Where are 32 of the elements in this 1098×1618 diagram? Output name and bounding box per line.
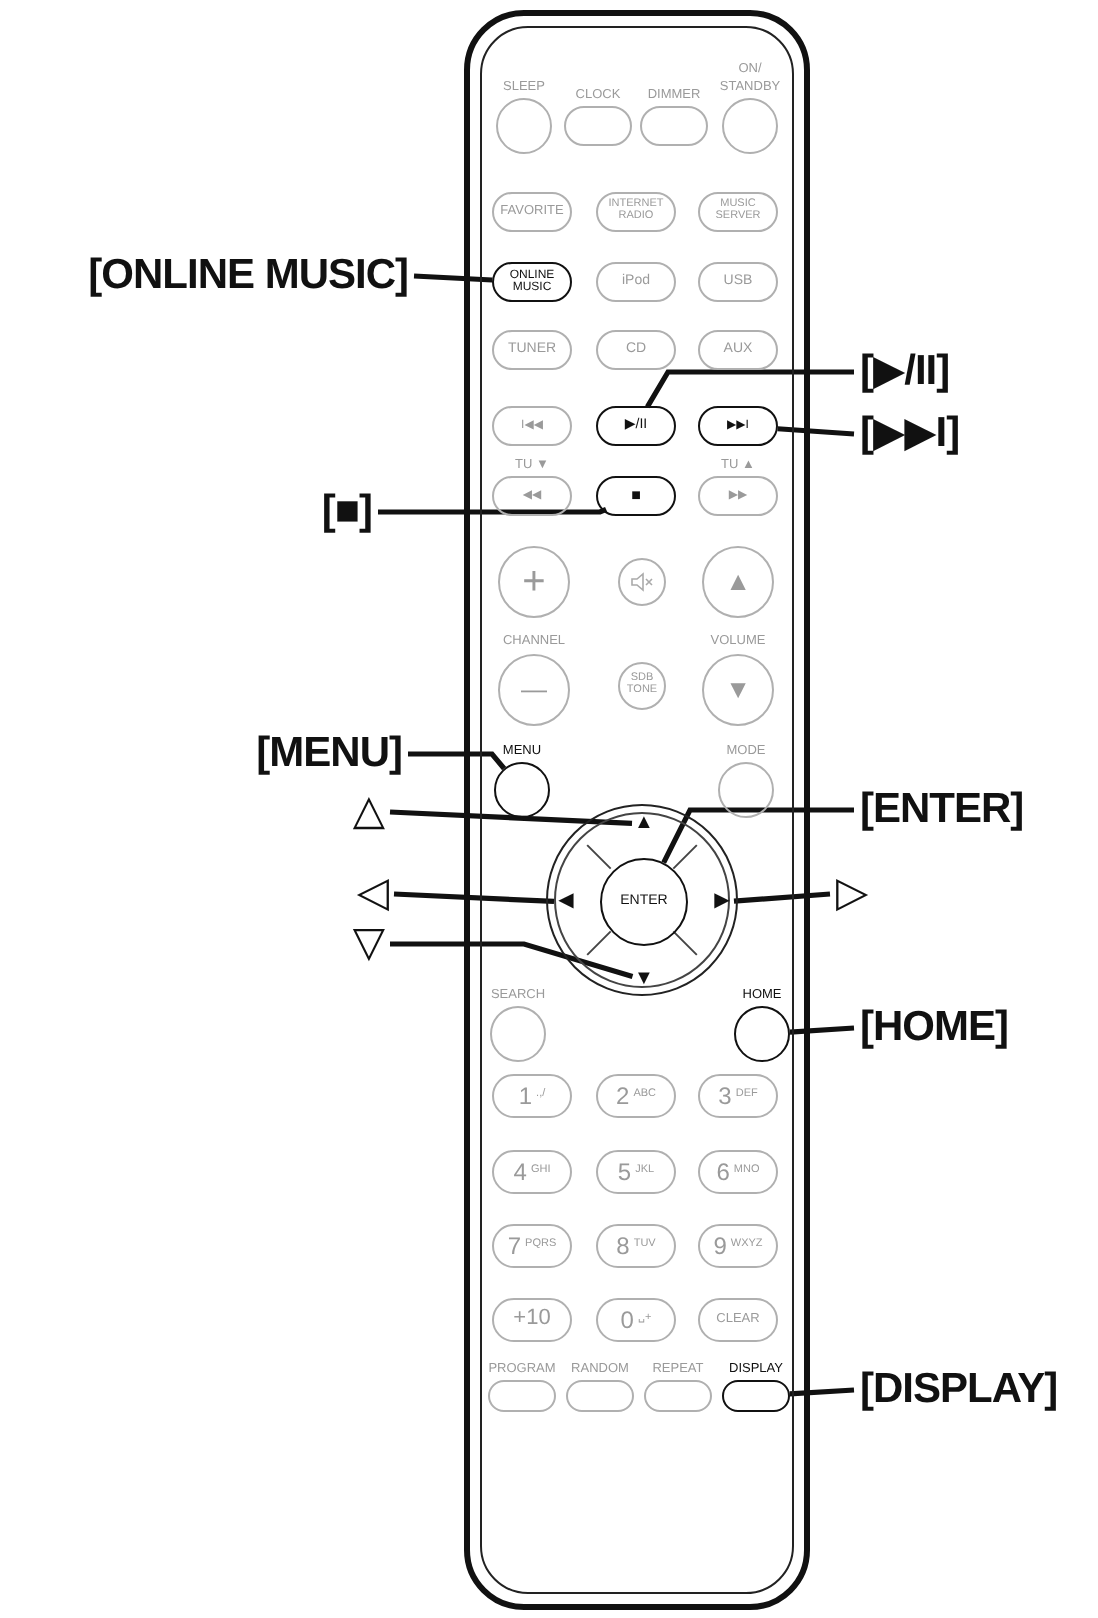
- callout-label: [▶▶I]: [860, 410, 960, 458]
- callout-label: △: [352, 788, 384, 836]
- leader-line: [393, 891, 555, 905]
- arrow-button-mark: ▲: [632, 812, 656, 836]
- callout-label: [ENTER]: [860, 786, 1024, 834]
- leader-line: [413, 273, 493, 283]
- leader-line: [777, 426, 855, 437]
- callout-label: [MENU]: [256, 730, 402, 778]
- callout-label: ◁: [356, 870, 388, 918]
- callout-label: ▽: [352, 920, 384, 968]
- remote-button: —: [498, 654, 570, 726]
- callout-label: [HOME]: [860, 1004, 1008, 1052]
- callout-label: ▷: [836, 870, 868, 918]
- arrow-button-mark: ◀: [554, 890, 578, 914]
- leader-line: [378, 506, 608, 515]
- remote-button: ▲: [702, 546, 774, 618]
- leader-line: [661, 807, 854, 864]
- remote-button: [618, 558, 666, 606]
- callout-label: [■]: [321, 488, 372, 536]
- remote-button: ■: [596, 476, 676, 516]
- leader-line: [408, 751, 507, 771]
- leader-line: [789, 1025, 855, 1035]
- callout-label: [▶/II]: [860, 348, 950, 396]
- leader-line: [645, 369, 854, 409]
- arrow-button-mark: ▼: [632, 968, 656, 992]
- remote-button: +10: [492, 1298, 572, 1342]
- remote-control-body: [464, 10, 810, 1610]
- callout-label: [DISPLAY]: [860, 1366, 1058, 1414]
- callout-label: [ONLINE MUSIC]: [88, 252, 408, 300]
- remote-button: ▼: [702, 654, 774, 726]
- leader-line: [789, 1387, 855, 1397]
- remote-button: +: [498, 546, 570, 618]
